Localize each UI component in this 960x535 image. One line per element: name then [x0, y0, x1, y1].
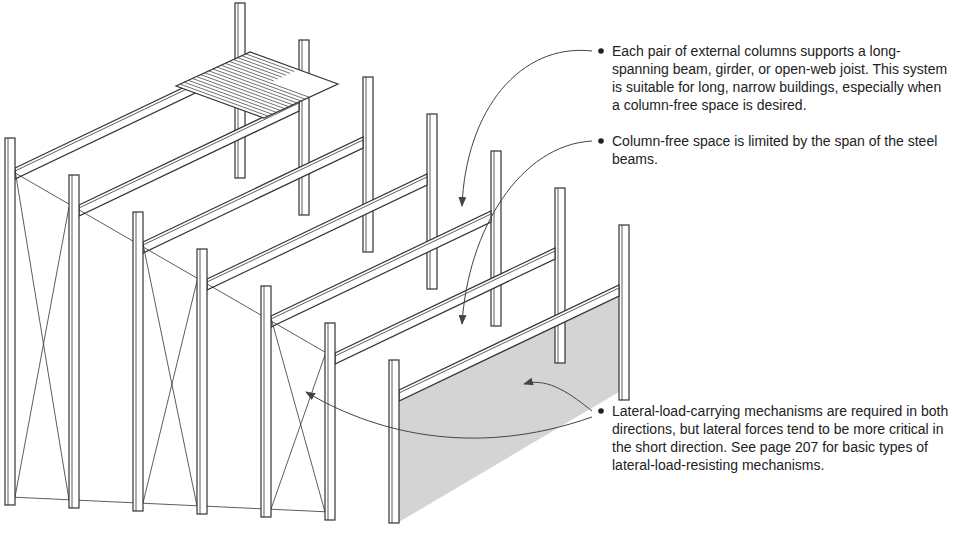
deck-corrugation	[234, 60, 282, 78]
steel-column	[197, 249, 207, 514]
deck-corrugation	[221, 65, 309, 97]
x-bracing	[271, 355, 325, 509]
steel-column	[5, 138, 15, 505]
callout-note: Lateral-load-carrying mechanisms are req…	[612, 402, 950, 474]
column-flange-line	[558, 188, 559, 363]
deck-corrugation	[184, 82, 272, 114]
metal-deck	[176, 52, 338, 118]
x-bracing	[15, 207, 69, 497]
steel-beam	[399, 285, 619, 401]
x-bracing	[143, 244, 197, 506]
x-bracing	[271, 318, 325, 512]
callout-note: Column-free space is limited by the span…	[612, 132, 950, 168]
bullet	[598, 48, 604, 54]
structure-back	[15, 3, 629, 522]
column-flange-line	[328, 323, 329, 520]
steel-beam	[143, 137, 363, 253]
deck-corrugation	[225, 63, 273, 81]
front-face-line	[10, 170, 330, 355]
steel-beam	[335, 248, 555, 364]
bullet	[598, 138, 604, 144]
column-flange-line	[72, 175, 73, 508]
steel-beam	[271, 211, 491, 327]
column-flange-line	[302, 40, 303, 215]
steel-column	[133, 212, 143, 511]
column-flange-line	[264, 286, 265, 517]
steel-column	[491, 151, 501, 326]
column-flange-line	[200, 249, 201, 514]
shear-wall-shading	[399, 296, 619, 522]
leader-arrow	[524, 382, 592, 411]
structure-front	[5, 138, 399, 523]
deck-corrugation	[188, 80, 276, 112]
deck-corrugation	[217, 67, 305, 99]
deck-corrugation	[213, 69, 301, 101]
deck-corrugation	[209, 71, 297, 103]
column-flange-line	[8, 138, 9, 505]
deck-corrugation	[180, 84, 268, 116]
leader-arrow	[462, 50, 592, 206]
steel-beam	[207, 174, 427, 290]
steel-column	[261, 286, 271, 517]
deck-corrugation	[197, 77, 285, 109]
leader-arrow	[306, 392, 592, 438]
deck-corrugation	[201, 75, 289, 107]
bullet	[598, 408, 604, 414]
steel-column	[325, 323, 335, 520]
deck-corrugation	[246, 54, 294, 72]
steel-column	[299, 40, 309, 215]
beam-flange-line	[399, 288, 619, 393]
deck-corrugation	[205, 73, 293, 105]
leaders	[306, 48, 604, 438]
steel-column	[69, 175, 79, 508]
column-flange-line	[494, 151, 495, 326]
steel-column	[555, 188, 565, 363]
steel-column	[427, 114, 437, 289]
column-flange-line	[430, 114, 431, 289]
deck-corrugation	[229, 61, 277, 79]
steel-column	[363, 77, 373, 252]
deck-corrugation	[238, 58, 286, 76]
steel-column	[389, 360, 399, 523]
leader-arrow	[462, 141, 592, 324]
column-flange-line	[622, 225, 623, 400]
callout-note: Each pair of external columns supports a…	[612, 42, 950, 114]
structure-front-face	[10, 170, 330, 512]
steel-column	[619, 225, 629, 400]
x-bracing	[15, 170, 69, 500]
front-face-line	[10, 497, 330, 512]
column-flange-line	[366, 77, 367, 252]
deck-corrugation	[192, 78, 280, 110]
x-bracing	[143, 281, 197, 503]
column-flange-line	[136, 212, 137, 511]
column-flange-line	[392, 360, 393, 523]
deck-corrugation	[242, 56, 290, 74]
